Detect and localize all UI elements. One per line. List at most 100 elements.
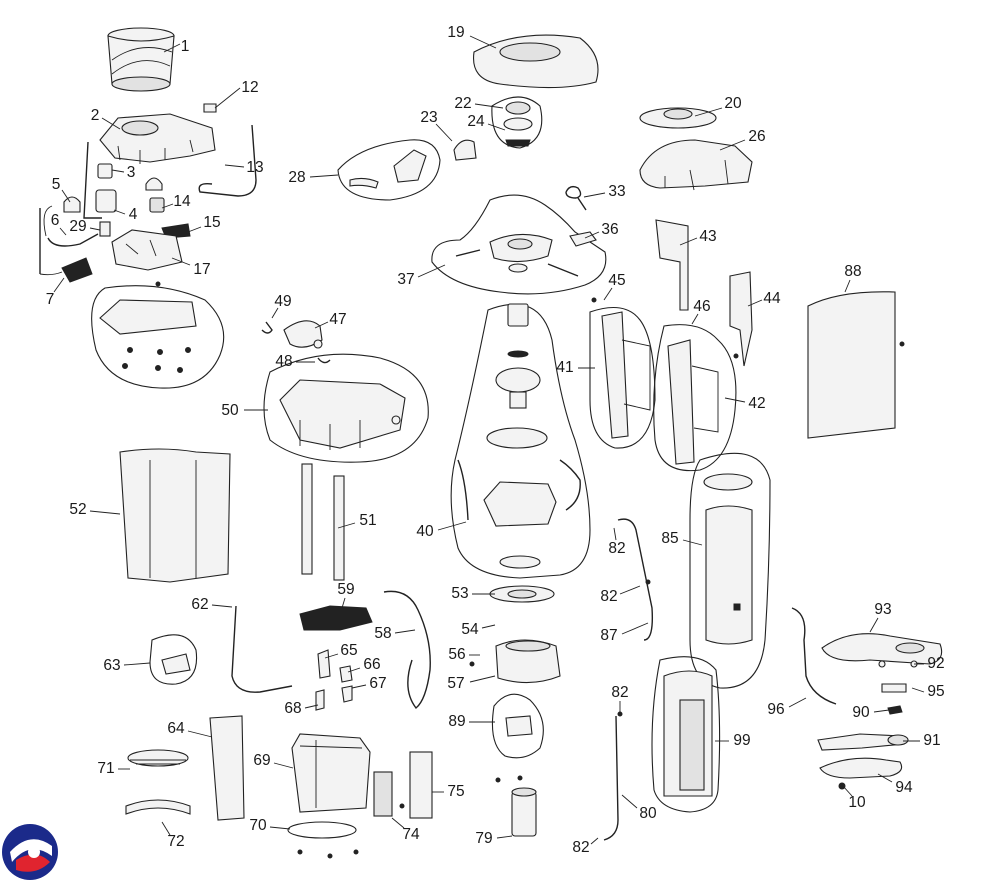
group-85 xyxy=(689,452,771,689)
leader-line-15 xyxy=(187,226,202,233)
part-64-panel xyxy=(209,715,245,821)
part-label-68: 68 xyxy=(284,700,301,717)
leader-line-26 xyxy=(719,139,746,151)
leader-line-82b xyxy=(619,585,641,595)
part-51-rails xyxy=(301,463,345,581)
part-label-7: 7 xyxy=(46,291,55,308)
part-label-85: 85 xyxy=(661,530,678,547)
part-88-side-panel xyxy=(807,291,905,439)
leader-line-94 xyxy=(877,773,893,783)
part-13-cable xyxy=(198,124,257,197)
leader-line-59 xyxy=(341,597,346,609)
part-93-base xyxy=(821,633,943,665)
part-70-gasket xyxy=(287,821,357,839)
part-label-51: 51 xyxy=(359,512,376,529)
part-label-13: 13 xyxy=(246,159,263,176)
leader-line-40 xyxy=(437,521,467,531)
leader-line-12 xyxy=(214,87,241,109)
part-43-plate xyxy=(655,219,689,311)
part-label-95: 95 xyxy=(927,683,944,700)
part-3-clip xyxy=(97,163,163,191)
leader-line-67 xyxy=(351,684,367,689)
part-label-47: 47 xyxy=(329,311,346,328)
part-label-41: 41 xyxy=(556,359,573,376)
part-label-67: 67 xyxy=(369,675,386,692)
leader-line-3 xyxy=(111,169,125,173)
leader-line-45 xyxy=(603,287,613,301)
part-label-17: 17 xyxy=(193,261,210,278)
small-parts-90-95 xyxy=(878,660,918,715)
part-label-36: 36 xyxy=(601,221,618,238)
leader-line-14 xyxy=(161,203,174,209)
leader-line-80 xyxy=(621,794,638,809)
part-label-92: 92 xyxy=(927,655,944,672)
part-label-4: 4 xyxy=(129,206,138,223)
leader-line-24 xyxy=(487,123,506,131)
leader-line-20 xyxy=(694,107,723,117)
part-label-37: 37 xyxy=(397,271,414,288)
leader-line-63 xyxy=(123,662,151,666)
part-label-44: 44 xyxy=(763,290,781,307)
group-99-front-panel xyxy=(651,656,721,813)
brand-logo xyxy=(2,824,58,880)
leader-line-29 xyxy=(89,227,101,231)
part-label-14: 14 xyxy=(173,193,191,210)
leader-line-13 xyxy=(224,164,245,168)
leader-line-7 xyxy=(53,277,65,293)
part-label-28: 28 xyxy=(288,169,305,186)
part-75-bracket xyxy=(409,751,433,819)
group-40-motor-unit xyxy=(450,303,591,579)
part-label-65: 65 xyxy=(340,642,357,659)
part-label-88: 88 xyxy=(844,263,861,280)
part-2-motor-housing xyxy=(99,113,216,164)
part-label-12: 12 xyxy=(241,79,258,96)
part-label-69: 69 xyxy=(253,752,270,769)
part-19-top-cover xyxy=(472,34,599,89)
part-label-19: 19 xyxy=(447,24,464,41)
leader-line-1 xyxy=(163,43,181,53)
leader-line-90 xyxy=(873,709,890,713)
leader-line-82d xyxy=(590,837,599,845)
part-label-64: 64 xyxy=(167,720,185,737)
leader-lines xyxy=(53,35,925,845)
part-52-rear-panel xyxy=(119,448,231,583)
part-17-base-frame xyxy=(111,229,183,271)
part-49-screw xyxy=(261,321,273,334)
part-label-89: 89 xyxy=(448,713,465,730)
part-label-87: 87 xyxy=(600,627,617,644)
part-12-screw xyxy=(203,103,217,113)
part-label-58: 58 xyxy=(374,625,391,642)
bottom-housing-group xyxy=(91,285,225,389)
part-26-lid xyxy=(639,139,753,191)
part-label-93: 93 xyxy=(874,601,891,618)
part-label-26: 26 xyxy=(748,128,765,145)
leader-line-33 xyxy=(583,192,606,198)
part-label-52: 52 xyxy=(69,501,86,518)
leader-line-2 xyxy=(101,117,121,130)
part-label-29: 29 xyxy=(69,218,86,235)
part-label-96: 96 xyxy=(767,701,784,718)
part-7-motor xyxy=(39,208,93,283)
part-label-70: 70 xyxy=(249,817,267,834)
part-94-plate xyxy=(819,757,903,779)
part-label-91: 91 xyxy=(923,732,940,749)
part-87-tube xyxy=(617,518,654,641)
part-label-20: 20 xyxy=(724,95,742,112)
part-label-45: 45 xyxy=(608,272,625,289)
leader-line-51 xyxy=(337,522,356,529)
group-42 xyxy=(653,324,737,472)
leader-line-62 xyxy=(211,604,233,608)
leader-line-85 xyxy=(682,539,703,546)
leader-line-69 xyxy=(273,762,294,769)
part-label-82b: 82 xyxy=(600,588,617,605)
part-label-48: 48 xyxy=(275,353,292,370)
part-48-spring xyxy=(317,357,331,364)
part-label-82a: 82 xyxy=(608,540,625,557)
leader-line-65 xyxy=(324,653,339,659)
part-label-82d: 82 xyxy=(572,839,589,856)
part-79-motor xyxy=(511,787,537,837)
part-label-2: 2 xyxy=(91,107,100,124)
leader-line-36 xyxy=(584,231,600,239)
